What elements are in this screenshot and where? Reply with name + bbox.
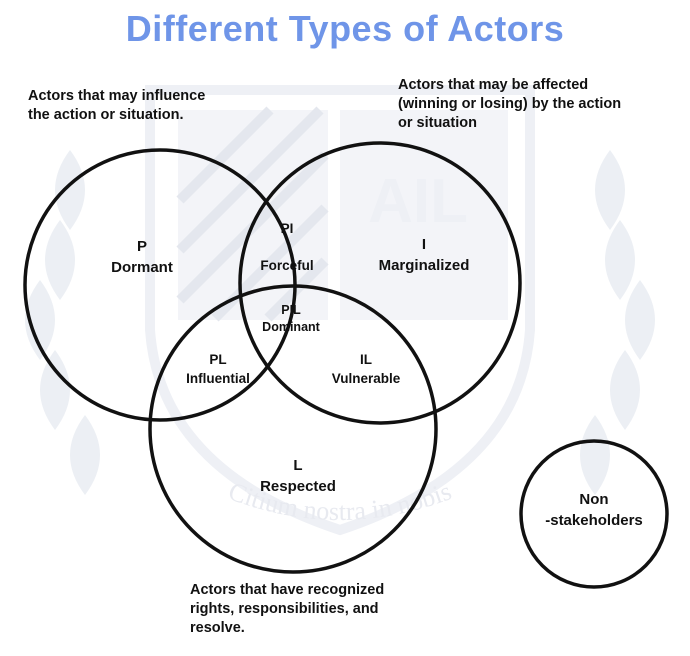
page-title: Different Types of Actors [125,8,565,49]
interest-description-line: (winning or losing) by the action [398,96,622,112]
non-stakeholders-line: Non [579,491,609,508]
region-code: P [136,238,148,255]
region-code: PI [280,221,294,236]
non-stakeholders-circle [519,439,669,589]
non-stakeholders-line: -stakeholders [545,512,643,529]
region-dormant: P Dormant [111,236,173,278]
region-name: Vulnerable [331,371,401,386]
region-name: Marginalized [378,257,470,274]
region-name: Dormant [111,259,173,276]
region-dominant: PIL Dominant [262,302,320,336]
power-description-line: Actors that may influence [28,88,206,104]
region-marginalized: I Marginalized [379,234,470,276]
region-code: L [293,457,303,474]
region-name: Dominant [262,320,320,334]
region-code: I [421,236,427,253]
power-description-line: the action or situation. [28,107,184,123]
legitimacy-description-line: rights, responsibilities, and [190,601,379,617]
interest-description-line: Actors that may be affected [398,77,589,93]
legitimacy-circle [148,284,438,574]
region-name: Forceful [260,258,314,273]
region-forceful: PI Forceful [260,210,313,284]
legitimacy-description-line: resolve. [190,620,245,636]
region-code: IL [360,352,372,367]
interest-description-line: or situation [398,115,477,131]
legitimacy-description: Actors that have recognized rights, resp… [190,581,384,638]
interest-description: Actors that may be affected (winning or … [398,76,621,133]
region-respected: L Respected [260,455,336,497]
region-name: Respected [260,478,336,495]
region-code: PL [209,352,227,367]
watermark-crest: AIL Citium nostra in nobis [25,85,655,536]
region-code: PIL [281,303,301,317]
region-vulnerable: IL Vulnerable [332,350,401,388]
region-influential: PL Influential [186,350,250,388]
legitimacy-description-line: Actors that have recognized [190,582,385,598]
watermark-logo-text: AIL [368,167,468,236]
non-stakeholders-label: Non -stakeholders [545,489,643,531]
region-name: Influential [186,371,250,386]
power-description: Actors that may influence the action or … [28,87,205,125]
interest-circle [238,141,522,425]
